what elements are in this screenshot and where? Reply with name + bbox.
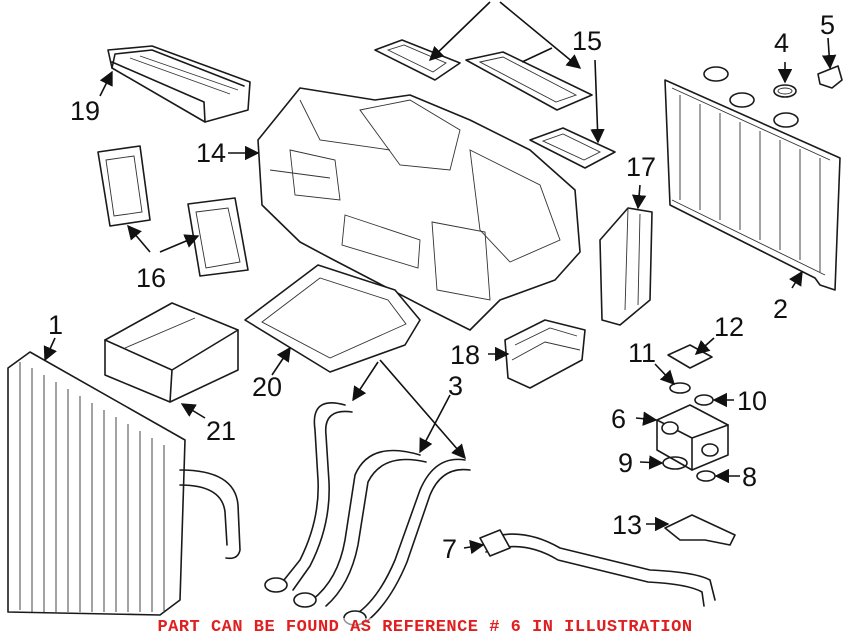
callout-5: 5: [820, 10, 835, 40]
part-13-bracket: [664, 514, 736, 546]
callout-19: 19: [70, 96, 100, 126]
part-10-o-ring: [694, 394, 714, 406]
callout-3: 3: [448, 371, 463, 401]
callout-2: 2: [773, 294, 788, 324]
callout-20: 20: [252, 372, 282, 402]
callout-18: 18: [450, 340, 480, 370]
part-8-o-ring: [696, 470, 716, 482]
callout-13: 13: [612, 510, 642, 540]
part-15-gaskets: [374, 39, 616, 169]
callout-17: 17: [626, 152, 656, 182]
part-14-hvac-housing: [257, 87, 581, 331]
part-11-o-ring: [669, 382, 691, 394]
callout-14: 14: [196, 138, 226, 168]
part-4-o-ring: [773, 84, 797, 98]
part-7-line: [479, 529, 716, 607]
callout-1: 1: [48, 310, 63, 340]
part-5-clip: [817, 65, 843, 89]
part-20-tray: [244, 264, 421, 373]
part-17-baffle: [599, 207, 653, 326]
part-21-block: [104, 302, 239, 403]
callout-10: 10: [737, 386, 767, 416]
leader-lines: [43, 1, 837, 555]
reference-note: PART CAN BE FOUND AS REFERENCE # 6 IN IL…: [0, 618, 850, 637]
part-16-gaskets: [97, 145, 249, 277]
callout-6: 6: [611, 404, 626, 434]
callout-labels: 1 2 3 4 5 6 7 8 9 10 11 12 13 14 15 16 1…: [48, 10, 835, 564]
part-12-plate: [667, 344, 713, 369]
callout-15: 15: [572, 26, 602, 56]
part-3-hoses: [264, 402, 471, 626]
part-6-expansion-valve: [656, 404, 729, 471]
callout-9: 9: [618, 448, 633, 478]
callout-16: 16: [136, 263, 166, 293]
part-18-boot: [504, 319, 586, 389]
part-19-duct: [107, 45, 251, 123]
callout-8: 8: [742, 462, 757, 492]
callout-11: 11: [628, 338, 656, 368]
part-1-evaporator: [7, 351, 241, 616]
part-2-heater-core: [664, 66, 841, 291]
callout-12: 12: [714, 312, 744, 342]
callout-4: 4: [774, 28, 789, 58]
callout-7: 7: [442, 534, 457, 564]
callout-21: 21: [206, 416, 236, 446]
